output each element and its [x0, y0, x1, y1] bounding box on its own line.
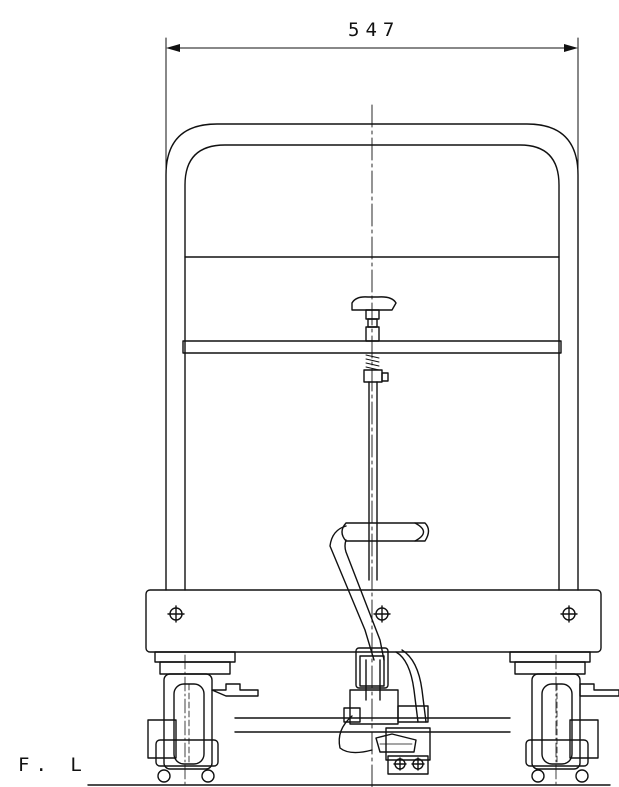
pump-bolt-left-icon: [393, 757, 407, 771]
knob-icon: [351, 296, 397, 311]
platform-base: [145, 589, 602, 653]
floor-level-label: F. L: [18, 754, 88, 776]
brake-pedal-right: [579, 683, 619, 697]
hydraulic-pump: [338, 647, 431, 775]
brake-pedal-left: [211, 683, 259, 697]
left-caster-wheel: [147, 651, 259, 783]
width-dimension-label: 547: [348, 19, 400, 41]
grip: [341, 522, 430, 542]
bolt-right-icon: [560, 605, 578, 623]
width-dimension: 547: [165, 19, 579, 176]
pump-bolt-right-icon: [411, 757, 425, 771]
right-caster-wheel: [509, 651, 619, 783]
bolt-left-icon: [167, 605, 185, 623]
chassis-frame: [234, 717, 511, 733]
pump-handle: [329, 522, 430, 661]
arrow-left-icon: [166, 44, 180, 52]
bolt-center-icon: [373, 605, 391, 623]
arrow-right-icon: [564, 44, 578, 52]
release-rod: [351, 296, 397, 581]
